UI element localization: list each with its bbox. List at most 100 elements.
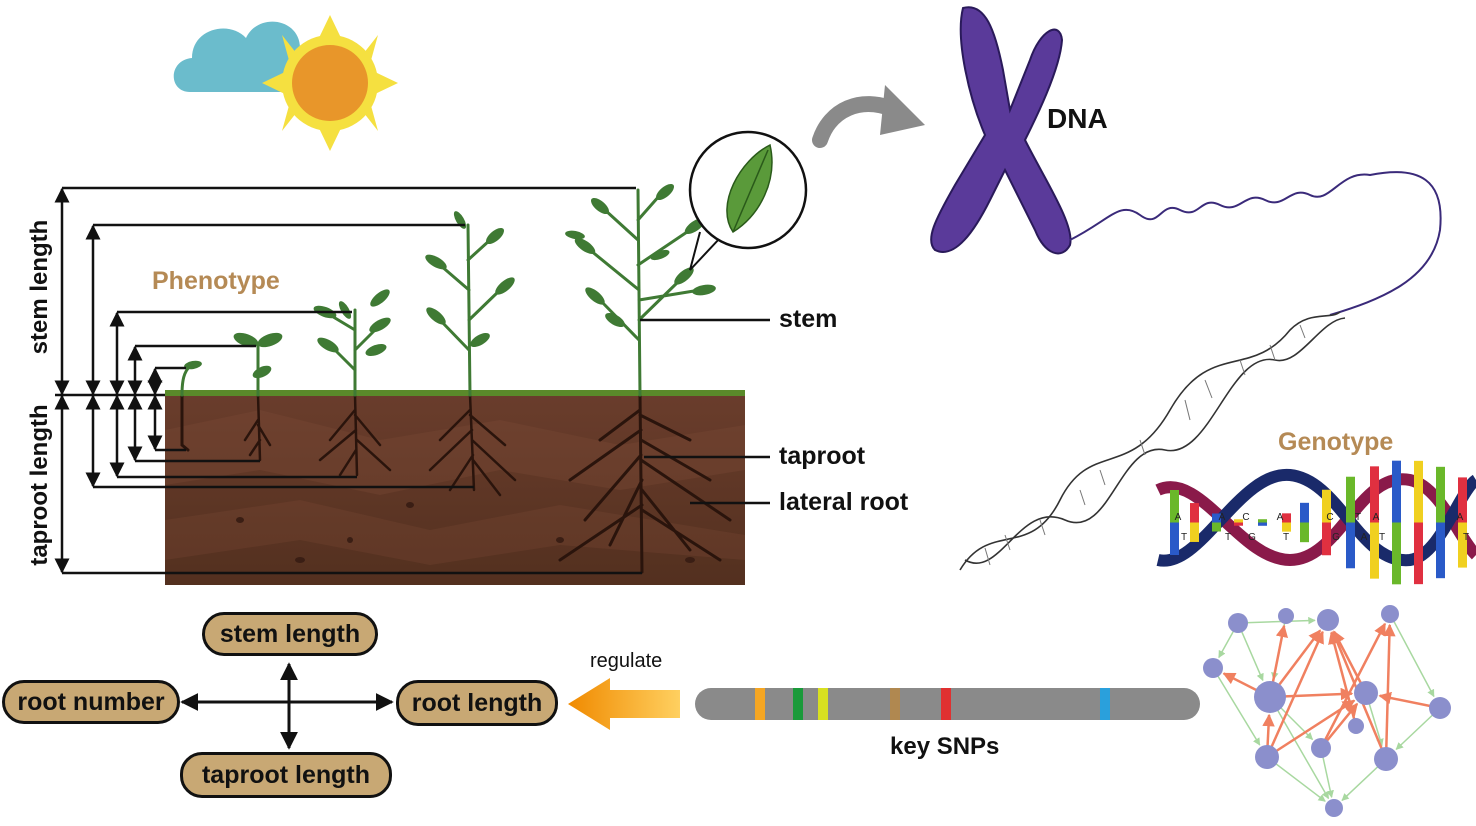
dna-strand-thread — [1069, 171, 1442, 316]
network-edge — [1389, 613, 1435, 698]
network-edge — [1269, 696, 1330, 800]
network-node — [1254, 681, 1286, 713]
network-node — [1317, 609, 1339, 631]
base-letter: A — [1175, 512, 1182, 523]
base-pair-bar — [1392, 460, 1401, 523]
taproot-label: taproot — [779, 442, 866, 470]
base-letter: T — [1225, 532, 1231, 543]
lateral-root-label: lateral root — [779, 488, 909, 516]
dna-helix-sketch — [959, 311, 1346, 571]
base-letter: A — [1219, 512, 1226, 523]
trait-taproot-length: taproot length — [180, 752, 392, 798]
base-pair-bar — [1370, 522, 1379, 579]
leaf-callout — [688, 130, 808, 271]
base-letter: C — [1242, 512, 1249, 523]
network-node — [1348, 718, 1364, 734]
base-letter: C — [1326, 512, 1333, 523]
base-pair-bar — [1258, 519, 1267, 523]
dna-label: DNA — [1047, 103, 1108, 134]
base-letter: T — [1181, 532, 1187, 543]
base-letter: T — [1355, 512, 1361, 523]
network-node — [1311, 738, 1331, 758]
base-pair-bar — [1234, 522, 1243, 526]
network-node — [1325, 799, 1343, 817]
trait-stem-length: stem length — [202, 612, 378, 656]
network-edge — [1319, 622, 1387, 749]
snp-marker — [755, 688, 765, 720]
network-node — [1228, 613, 1248, 633]
trait-root-number: root number — [2, 680, 180, 724]
trait-root-length: root length — [396, 680, 558, 726]
network-edge — [1237, 622, 1264, 682]
network-node — [1255, 745, 1279, 769]
network-node — [1354, 681, 1378, 705]
network-edge — [1266, 756, 1326, 802]
network-node — [1278, 608, 1294, 624]
snp-marker — [818, 688, 828, 720]
base-pair-bar — [1414, 460, 1423, 523]
base-pair-bar — [1282, 513, 1291, 523]
network-node — [1381, 605, 1399, 623]
base-letter: A — [1361, 532, 1368, 543]
base-letter: G — [1332, 532, 1340, 543]
base-letter: T — [1283, 532, 1289, 543]
stem-label: stem — [779, 305, 838, 333]
plant-stems — [180, 188, 702, 397]
key-snps-label: key SNPs — [890, 733, 1000, 760]
chromosome-icon — [930, 6, 1072, 255]
regulate-arrow — [568, 678, 680, 730]
sun-icon — [262, 15, 398, 151]
base-pair-bar — [1212, 522, 1221, 532]
base-pair-bar — [1458, 477, 1467, 523]
base-pair-bar — [1300, 522, 1309, 543]
base-pair-bar — [1170, 490, 1179, 523]
regulate-label: regulate — [590, 650, 663, 672]
genotype-title: Genotype — [1278, 428, 1394, 456]
base-pair-bar — [1414, 522, 1423, 585]
base-letter: A — [1457, 512, 1464, 523]
network-node — [1203, 658, 1223, 678]
curved-arrow-to-dna — [812, 85, 925, 148]
base-pair-bar — [1346, 476, 1355, 523]
base-letter: T — [1463, 532, 1469, 543]
snp-chromosome-bar — [695, 688, 1200, 720]
taproot-length-axis-label: taproot length — [26, 404, 53, 566]
base-pair-bar — [1436, 466, 1445, 523]
base-pair-bar — [1300, 502, 1309, 523]
base-letter: A — [1373, 512, 1380, 523]
network-edge — [1328, 631, 1358, 727]
base-letter: T — [1379, 532, 1385, 543]
base-pair-bar — [1282, 522, 1291, 532]
base-pair-bar — [1190, 522, 1199, 542]
base-pair-bar — [1322, 522, 1331, 556]
network-edge — [1237, 616, 1316, 625]
base-pair-bar — [1458, 522, 1467, 568]
measurement-brackets — [54, 186, 770, 575]
network-node — [1374, 747, 1398, 771]
network-edge — [1265, 630, 1324, 758]
snp-marker — [793, 688, 803, 720]
network-edge — [1212, 667, 1261, 746]
base-pair-bar — [1212, 513, 1221, 523]
snp-marker — [890, 688, 900, 720]
plant-leaves — [184, 183, 716, 379]
base-pair-bar — [1322, 489, 1331, 523]
gene-network — [1203, 605, 1451, 817]
base-pair-bar — [1436, 522, 1445, 579]
soil-block — [165, 390, 745, 585]
base-pair-bar — [1234, 519, 1243, 523]
plant-roots — [180, 393, 732, 574]
phenotype-title: Phenotype — [152, 267, 280, 295]
base-pair-bar — [1370, 466, 1379, 523]
snp-marker — [941, 688, 951, 720]
base-pair-bar — [1190, 503, 1199, 523]
base-pair-bar — [1170, 522, 1179, 555]
trait-cross-arrows — [180, 662, 394, 750]
base-pair-bar — [1392, 522, 1401, 585]
base-letter: G — [1248, 532, 1256, 543]
base-pair-bar — [1258, 522, 1267, 526]
stem-length-axis-label: stem length — [26, 219, 53, 355]
base-pair-bar — [1346, 522, 1355, 569]
